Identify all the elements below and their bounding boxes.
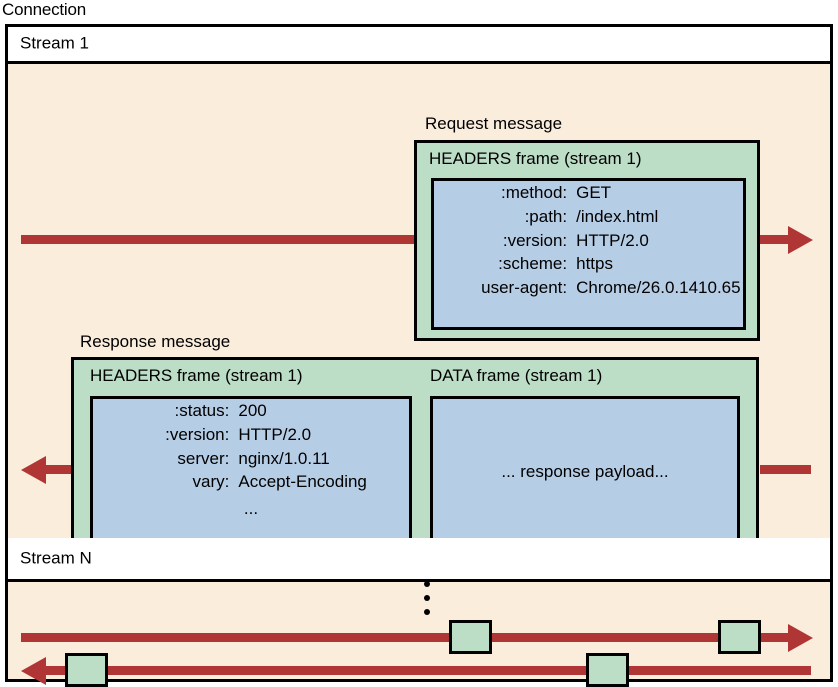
stream-1-label: Stream 1 [20, 33, 89, 53]
header-value: 200 [238, 401, 267, 420]
response-data-payload: ... response payload... [430, 396, 740, 548]
response-data-frame-title: DATA frame (stream 1) [430, 366, 603, 385]
table-row: :version: HTTP/2.0 [93, 423, 409, 447]
response-arrow-line-right [760, 465, 811, 474]
ellipsis-dot [424, 581, 430, 587]
header-value: Chrome/26.0.1410.65 [576, 278, 741, 297]
response-message-caption: Response message [80, 332, 231, 351]
response-headers-payload: :status: 200 :version: HTTP/2.0 server: … [90, 396, 412, 548]
streamN-outbound-frame-chip [449, 620, 492, 654]
table-row: :status: 200 [93, 399, 409, 423]
table-row: vary: Accept-Encoding [93, 470, 409, 494]
table-row: :method: GET [434, 181, 743, 205]
table-row: server: nginx/1.0.11 [93, 447, 409, 471]
stream-N-header: Stream N [8, 538, 830, 582]
response-headers-frame-title: HEADERS frame (stream 1) [90, 366, 303, 385]
streamN-inbound-arrow-head-icon [21, 656, 46, 685]
stream-N-label: Stream N [20, 548, 92, 568]
request-headers-table: :method: GET :path: /index.html :version… [434, 181, 743, 300]
response-headers-ellipsis: ... [243, 499, 259, 518]
streamN-inbound-arrow-line [44, 666, 811, 675]
streamN-outbound-arrow-head-icon [788, 623, 813, 652]
request-message-caption: Request message [425, 114, 563, 133]
table-row: :version: HTTP/2.0 [434, 229, 743, 253]
ellipsis-dot [424, 609, 430, 615]
response-arrow-line-left [44, 465, 74, 474]
request-headers-frame: HEADERS frame (stream 1) :method: GET :p… [414, 140, 760, 341]
header-value: Accept-Encoding [238, 472, 367, 492]
response-frames-group: HEADERS frame (stream 1) :status: 200 :v… [71, 357, 759, 560]
stream-1-body: Request message HEADERS frame (stream 1)… [8, 64, 830, 560]
streamN-outbound-frame-chip [718, 620, 761, 654]
request-headers-payload: :method: GET :path: /index.html :version… [431, 178, 746, 330]
table-row: ... [93, 494, 409, 521]
header-key: :version: [502, 230, 568, 250]
streamN-inbound-frame-chip [65, 653, 108, 687]
request-arrow-line-right [760, 235, 800, 244]
request-headers-frame-title: HEADERS frame (stream 1) [429, 149, 642, 168]
response-headers-table: :status: 200 :version: HTTP/2.0 server: … [93, 399, 409, 521]
stream-N-body [8, 582, 830, 687]
header-key: user-agent: [481, 278, 568, 297]
request-arrow-head-right-icon [788, 225, 813, 254]
header-key: :method: [500, 183, 568, 202]
ellipsis-dot [424, 595, 430, 601]
table-row: :scheme: https [434, 252, 743, 276]
streamN-outbound-arrow-line [21, 633, 800, 642]
connection-label: Connection [2, 0, 87, 19]
table-row: user-agent: Chrome/26.0.1410.65 [434, 276, 743, 300]
vertical-ellipsis-icon [422, 581, 432, 617]
header-key: :status: [174, 401, 230, 420]
header-value: https [576, 254, 613, 274]
streamN-inbound-frame-chip [586, 653, 629, 687]
header-value: HTTP/2.0 [576, 230, 649, 250]
header-key: :scheme: [498, 254, 568, 274]
stream-1-header: Stream 1 [8, 27, 830, 64]
header-value: HTTP/2.0 [238, 424, 312, 444]
table-row: :path: /index.html [434, 205, 743, 229]
response-payload-text: ... response payload... [501, 462, 669, 481]
header-value: GET [576, 183, 612, 202]
header-key: :path: [524, 206, 568, 226]
response-arrow-head-left-icon [21, 455, 46, 484]
header-key: server: [177, 448, 230, 468]
header-value: /index.html [576, 206, 659, 226]
connection-frame: Stream 1 Request message HEADERS frame (… [5, 24, 833, 687]
header-key: :version: [165, 424, 230, 444]
request-arrow-line-left [21, 235, 416, 244]
header-value: nginx/1.0.11 [238, 448, 330, 468]
header-key: vary: [192, 472, 230, 492]
